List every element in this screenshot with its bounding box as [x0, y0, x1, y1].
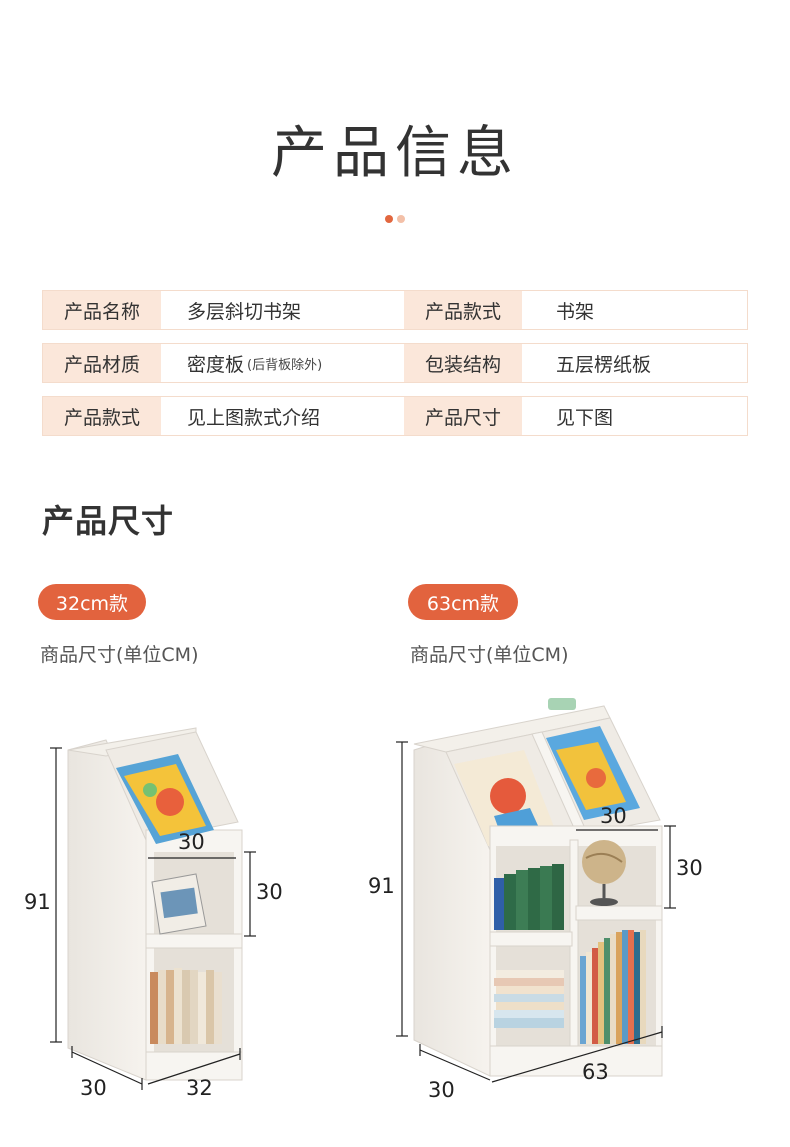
info-value: 书架 [522, 291, 747, 329]
dot-secondary [397, 215, 405, 223]
info-value: 见上图款式介绍 [161, 397, 404, 435]
magazines-illustration [454, 726, 640, 846]
info-label: 产品款式 [404, 291, 522, 329]
info-value-text: 见下图 [556, 406, 614, 429]
info-label: 包装结构 [404, 344, 522, 382]
dim-shelf-height-32cm: 30 [256, 880, 283, 904]
info-value: 密度板(后背板除外) [161, 344, 404, 382]
bookcase-63cm [396, 698, 676, 1083]
info-value-note: (后背板除外) [247, 357, 323, 373]
info-value-text: 密度板 [187, 353, 245, 376]
dimension-lines-63cm [396, 741, 676, 1083]
info-label: 产品名称 [43, 291, 161, 329]
unit-note-32cm: 商品尺寸(单位CM) [40, 644, 199, 666]
globe-illustration [582, 840, 626, 906]
model-pill-63cm: 63cm款 [408, 584, 518, 620]
dim-height-63cm: 91 [368, 874, 395, 898]
title-divider-dots [0, 215, 790, 223]
magazine-stack-illustration [494, 970, 564, 1028]
book-illustration [151, 873, 207, 935]
unit-note-63cm: 商品尺寸(单位CM) [410, 644, 569, 666]
section-title-size: 产品尺寸 [42, 502, 175, 540]
info-value: 见下图 [522, 397, 747, 435]
dot-primary [385, 215, 393, 223]
dim-depth-32cm: 30 [80, 1076, 107, 1100]
info-value: 多层斜切书架 [161, 291, 404, 329]
books-right-illustration [580, 930, 646, 1044]
product-info-table: 产品名称 多层斜切书架 产品款式 书架 产品材质 密度板(后背板除外) 包装结构… [42, 290, 748, 449]
info-value: 五层楞纸板 [522, 344, 747, 382]
bookcase-dimension-drawing [50, 698, 676, 1090]
clip-illustration [548, 698, 576, 710]
info-row: 产品材质 密度板(后背板除外) 包装结构 五层楞纸板 [42, 343, 748, 383]
dim-height-32cm: 91 [24, 890, 51, 914]
magazine-illustration [116, 754, 214, 844]
dim-depth-63cm: 30 [428, 1078, 455, 1102]
info-label: 产品尺寸 [404, 397, 522, 435]
info-value-text: 见上图款式介绍 [187, 406, 321, 429]
model-pill-32cm: 32cm款 [38, 584, 146, 620]
dim-top-width-32cm: 30 [178, 830, 205, 854]
info-value-text: 书架 [556, 300, 595, 323]
info-label: 产品材质 [43, 344, 161, 382]
info-row: 产品款式 见上图款式介绍 产品尺寸 见下图 [42, 396, 748, 436]
info-label: 产品款式 [43, 397, 161, 435]
dim-width-63cm: 63 [582, 1060, 609, 1084]
page-title: 产品信息 [271, 121, 519, 186]
info-value-text: 五层楞纸板 [556, 353, 652, 376]
books-left-illustration [494, 864, 564, 930]
dim-width-32cm: 32 [186, 1076, 213, 1100]
info-value-text: 多层斜切书架 [187, 300, 302, 323]
info-row: 产品名称 多层斜切书架 产品款式 书架 [42, 290, 748, 330]
books-row-illustration [150, 968, 222, 1044]
dim-top-width-63cm: 30 [600, 804, 627, 828]
dimension-lines-32cm [50, 747, 256, 1090]
bookcase-32cm [50, 727, 256, 1090]
dim-shelf-height-63cm: 30 [676, 856, 703, 880]
